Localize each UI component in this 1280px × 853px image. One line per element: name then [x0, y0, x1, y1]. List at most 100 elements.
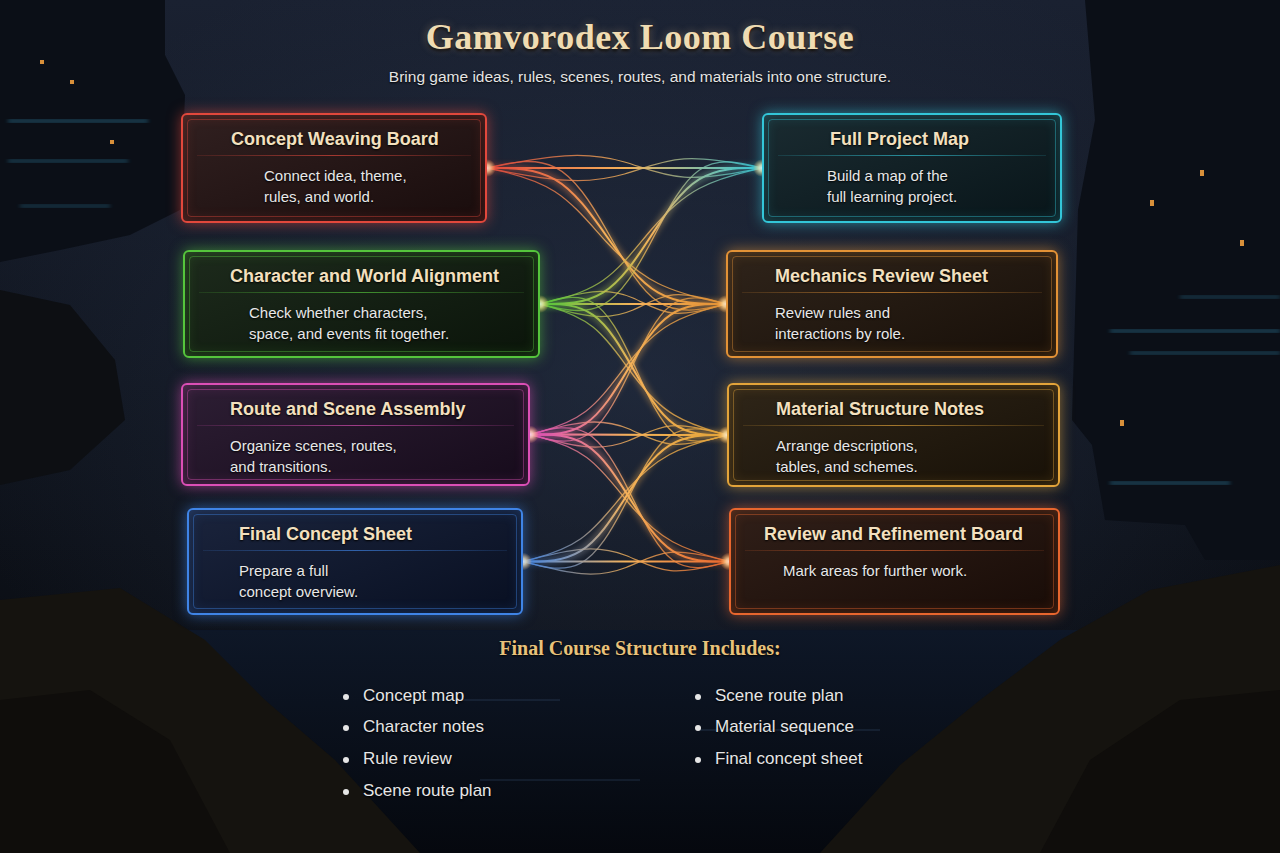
connector-glow	[540, 304, 727, 435]
diagram-title: Gamvorodex Loom Course	[0, 16, 1280, 58]
list-item: Final concept sheet	[715, 749, 862, 769]
window-light	[1240, 240, 1244, 246]
heading-divider	[197, 425, 514, 426]
heading-divider	[778, 155, 1046, 156]
box-description: Build a map of the full learning project…	[827, 165, 962, 207]
connector-glow	[530, 304, 726, 435]
box-description: Prepare a full concept overview.	[239, 560, 369, 602]
rock	[0, 690, 230, 853]
list-item: Scene route plan	[363, 781, 492, 801]
window-light	[70, 80, 74, 84]
connector-strand	[530, 428, 729, 568]
process-box: Material Structure NotesArrange descript…	[727, 383, 1060, 487]
connector	[530, 298, 726, 441]
connector-strand	[540, 304, 727, 435]
heading-divider	[745, 550, 1044, 551]
connector-strand	[523, 552, 729, 574]
rock	[1040, 690, 1280, 853]
connector-glow	[530, 435, 729, 562]
process-box: Full Project MapBuild a map of the full …	[762, 113, 1062, 223]
heading-divider	[199, 292, 524, 293]
connector-strand	[523, 435, 727, 562]
connector-strand	[530, 435, 729, 562]
connector	[523, 429, 727, 568]
box-heading: Full Project Map	[830, 128, 969, 150]
window-strip	[8, 120, 148, 122]
subtitle: Bring game ideas, rules, scenes, routes,…	[0, 68, 1280, 86]
rock	[0, 588, 420, 853]
window-light	[40, 60, 44, 64]
window-light	[1200, 170, 1204, 176]
heading-divider	[203, 550, 507, 551]
box-heading: Material Structure Notes	[776, 398, 984, 420]
list-item: Concept map	[363, 686, 464, 706]
box-heading: Final Concept Sheet	[239, 523, 412, 545]
connector	[523, 549, 729, 574]
process-box: Concept Weaving BoardConnect idea, theme…	[181, 113, 487, 223]
box-heading: Review and Refinement Board	[764, 523, 1023, 545]
box-description: Connect idea, theme, rules, and world.	[264, 165, 424, 207]
divider-rule	[290, 670, 990, 671]
box-description: Review rules and interactions by role.	[775, 302, 925, 344]
process-box: Mechanics Review SheetReview rules and i…	[726, 250, 1058, 358]
window-light	[1120, 420, 1124, 426]
connector-strand	[523, 435, 727, 562]
connector-glow	[523, 559, 729, 565]
box-heading: Character and World Alignment	[230, 265, 499, 287]
section-heading: Final Course Structure Includes:	[0, 637, 1280, 660]
connector-glow	[523, 435, 727, 562]
bullet-dot	[695, 757, 701, 763]
bullet-dot	[343, 757, 349, 763]
box-description: Organize scenes, routes, and transitions…	[230, 435, 410, 477]
box-heading: Concept Weaving Board	[231, 128, 439, 150]
building-silhouette	[1072, 0, 1280, 560]
connector-strand	[540, 297, 727, 441]
list-item: Rule review	[363, 749, 452, 769]
bullet-dot	[695, 725, 701, 731]
connector	[530, 428, 729, 568]
rock-silhouette	[0, 290, 125, 485]
window-light	[1150, 200, 1154, 206]
window-strip	[1180, 296, 1280, 298]
building-silhouette	[0, 0, 185, 262]
reflection-line	[480, 780, 640, 781]
right-city	[1072, 0, 1280, 560]
window-strip	[1130, 352, 1280, 354]
process-box: Review and Refinement BoardMark areas fo…	[729, 508, 1060, 615]
box-description: Arrange descriptions, tables, and scheme…	[776, 435, 946, 477]
connector-strand	[523, 561, 729, 563]
window-strip	[1110, 482, 1230, 484]
left-city	[0, 0, 185, 485]
box-heading: Route and Scene Assembly	[230, 398, 465, 420]
heading-divider	[742, 292, 1042, 293]
connector-strand	[530, 304, 726, 435]
window-strip	[8, 160, 128, 162]
window-strip	[20, 205, 110, 207]
bullet-dot	[343, 725, 349, 731]
bullet-dot	[343, 789, 349, 795]
window-strip	[1110, 330, 1280, 332]
connector-strand	[540, 304, 727, 435]
box-description: Check whether characters, space, and eve…	[249, 302, 464, 344]
process-box: Final Concept SheetPrepare a full concep…	[187, 508, 523, 615]
box-description: Mark areas for further work.	[783, 560, 1053, 581]
window-light	[110, 140, 114, 144]
divider-rule	[250, 822, 1030, 823]
bullet-dot	[343, 694, 349, 700]
list-item: Character notes	[363, 717, 484, 737]
connector-strand	[530, 435, 729, 562]
heading-divider	[743, 425, 1044, 426]
list-item: Material sequence	[715, 717, 854, 737]
bullet-dot	[695, 694, 701, 700]
process-box: Character and World AlignmentCheck wheth…	[183, 250, 540, 358]
connector-strand	[530, 298, 726, 441]
connector	[540, 297, 727, 441]
box-heading: Mechanics Review Sheet	[775, 265, 988, 287]
heading-divider	[197, 155, 471, 156]
connector-strand	[523, 429, 727, 568]
connector-strand	[530, 304, 726, 435]
